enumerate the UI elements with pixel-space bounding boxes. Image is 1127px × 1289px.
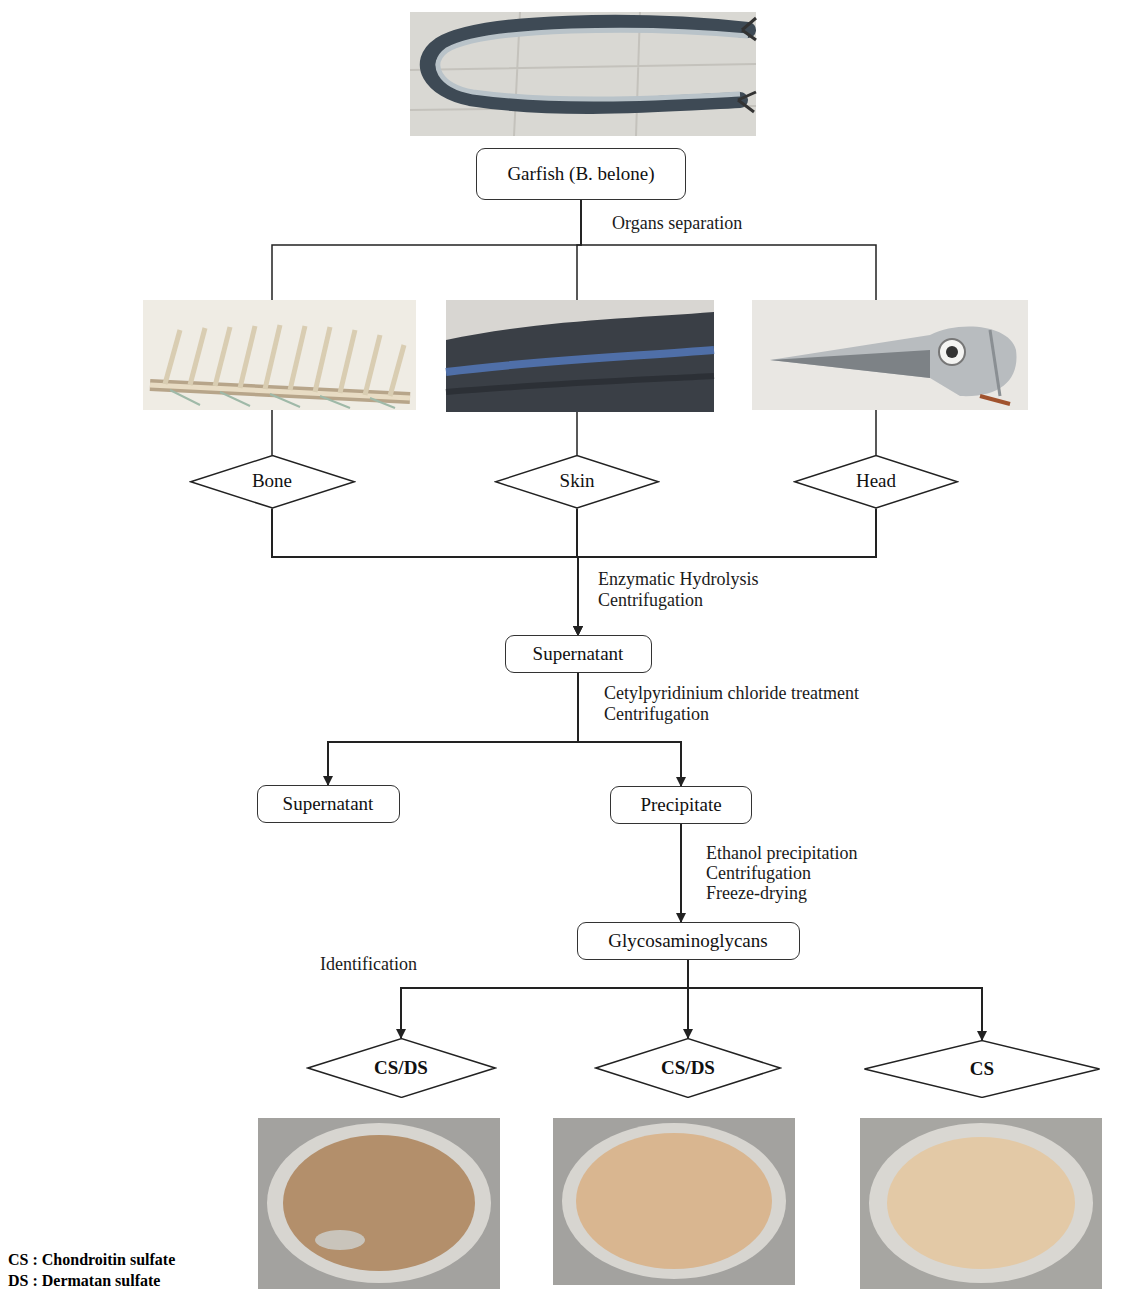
- flow-connector: [578, 509, 876, 635]
- step-label: Cetylpyridinium chloride treatment: [604, 683, 859, 705]
- skin-photo: [446, 300, 714, 412]
- diamond-shape: [190, 456, 354, 509]
- node-text: Supernatant: [533, 643, 624, 666]
- powder-photo: [258, 1118, 500, 1289]
- process-box: Supernatant: [505, 635, 652, 673]
- decision-diamond: Skin: [494, 455, 660, 509]
- decision-diamond: Bone: [189, 455, 356, 509]
- flow-connector: [328, 673, 578, 785]
- step-label: Centrifugation: [604, 704, 709, 726]
- node-text: Precipitate: [640, 794, 721, 817]
- garfish-photo: [410, 12, 756, 136]
- legend-text: DS : Dermatan sulfate: [8, 1271, 160, 1289]
- process-box: Precipitate: [610, 786, 752, 824]
- node-text: Glycosaminoglycans: [608, 930, 767, 953]
- step-label: Identification: [320, 954, 417, 976]
- flow-connector: [401, 960, 688, 1038]
- step-label: Ethanol precipitation: [706, 843, 857, 865]
- process-box: Glycosaminoglycans: [577, 922, 800, 960]
- diamond-shape: [864, 1041, 1099, 1098]
- node-text: Skin: [560, 470, 595, 493]
- diamond-shape: [596, 1039, 780, 1098]
- process-box: Garfish (B. belone): [476, 148, 686, 200]
- powder-photo: [860, 1118, 1102, 1289]
- legend-text: CS : Chondroitin sulfate: [8, 1250, 175, 1269]
- head-photo: [752, 300, 1028, 410]
- diamond-shape: [795, 456, 958, 509]
- powder-photo: [553, 1118, 795, 1285]
- decision-diamond: CS/DS: [306, 1038, 497, 1098]
- node-text: Garfish (B. belone): [507, 163, 654, 186]
- step-label: Centrifugation: [706, 863, 811, 885]
- diamond-shape: [307, 1039, 494, 1098]
- node-text: Supernatant: [283, 793, 374, 816]
- step-label: Centrifugation: [598, 590, 703, 612]
- step-label: Organs separation: [612, 213, 742, 235]
- step-label: Enzymatic Hydrolysis: [598, 569, 758, 591]
- flow-connector: [688, 960, 982, 1040]
- node-text: Head: [856, 470, 896, 493]
- bone-photo: [143, 300, 416, 410]
- decision-diamond: Head: [793, 455, 959, 509]
- diamond-shape: [496, 456, 659, 509]
- node-text: CS/DS: [661, 1057, 715, 1080]
- flow-connector: [272, 509, 578, 635]
- node-text: Bone: [252, 470, 292, 493]
- decision-diamond: CS/DS: [594, 1038, 782, 1098]
- process-box: Supernatant: [257, 785, 400, 823]
- step-label: Freeze-drying: [706, 883, 807, 905]
- node-text: CS: [970, 1058, 994, 1081]
- node-text: CS/DS: [374, 1057, 428, 1080]
- decision-diamond: CS: [862, 1040, 1102, 1098]
- flow-connector: [680, 824, 682, 922]
